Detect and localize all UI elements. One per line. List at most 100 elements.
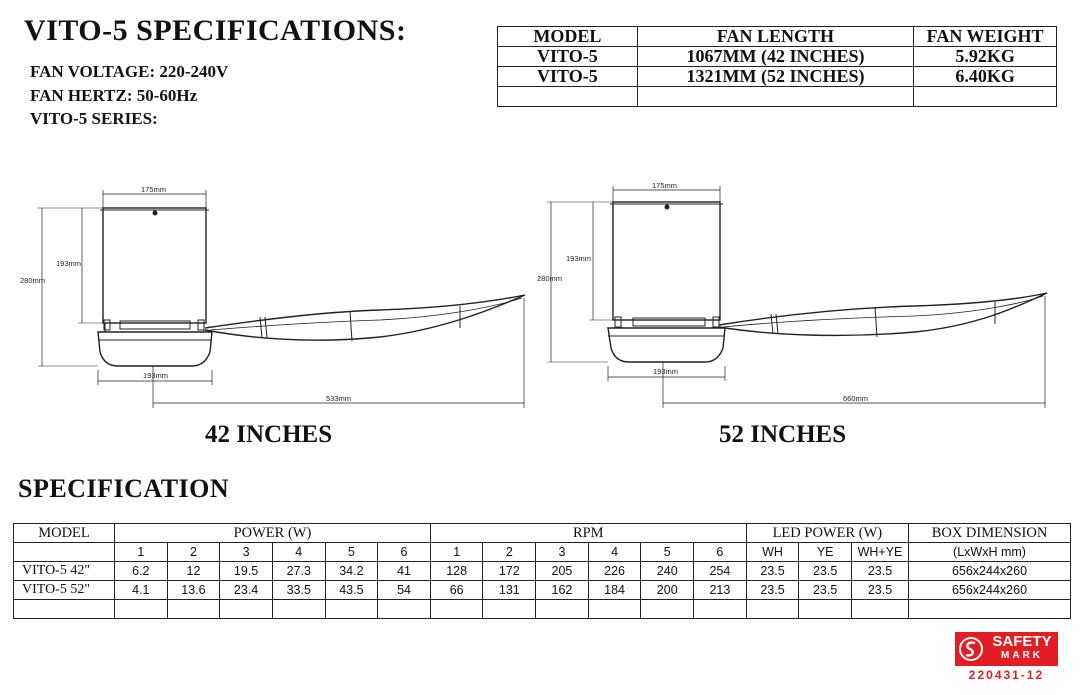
table-row: VITO-5 1067MM (42 INCHES) 5.92KG bbox=[497, 46, 1057, 67]
model-cell: VITO-5 bbox=[497, 66, 638, 87]
safety-mark-logo: SAFETY MARK 220431-12 bbox=[955, 632, 1058, 682]
model-table-header: MODEL FAN LENGTH FAN WEIGHT bbox=[497, 26, 1057, 47]
empty-cell bbox=[324, 599, 379, 619]
empty-cell bbox=[271, 599, 326, 619]
box-group-header: BOX DIMENSION bbox=[908, 523, 1071, 543]
model-cell: VITO-5 42" bbox=[13, 561, 115, 581]
fan-weight-header: FAN WEIGHT bbox=[913, 26, 1057, 47]
fan-length-header: FAN LENGTH bbox=[636, 26, 915, 47]
rpm-cell: 172 bbox=[482, 561, 537, 581]
rpm-cell: 254 bbox=[693, 561, 747, 581]
power-cell: 6.2 bbox=[114, 561, 168, 581]
led-mode-header: WH bbox=[745, 542, 800, 562]
power-cell: 34.2 bbox=[324, 561, 379, 581]
empty-cell bbox=[429, 599, 484, 619]
model-cell: VITO-5 bbox=[497, 46, 638, 67]
box-unit-header: (LxWxH mm) bbox=[908, 542, 1071, 562]
power-level-header: 5 bbox=[324, 542, 379, 562]
empty-cell bbox=[908, 599, 1071, 619]
table-row: VITO-5 42" 6.2 12 19.5 27.3 34.2 41 128 … bbox=[13, 561, 1071, 581]
led-cell: 23.5 bbox=[745, 580, 800, 600]
rpm-cell: 213 bbox=[693, 580, 747, 600]
power-cell: 27.3 bbox=[271, 561, 326, 581]
size-label-42: 42 INCHES bbox=[205, 421, 333, 448]
empty-cell bbox=[798, 599, 852, 619]
model-table: MODEL FAN LENGTH FAN WEIGHT VITO-5 1067M… bbox=[497, 26, 1057, 107]
rpm-group-header: RPM bbox=[429, 523, 747, 543]
top-width-dim: 175mm bbox=[652, 181, 677, 190]
power-level-header: 4 bbox=[271, 542, 326, 562]
rpm-level-header: 4 bbox=[587, 542, 642, 562]
mark-label: MARK bbox=[1001, 650, 1043, 661]
body-height-dim: 193mm bbox=[56, 259, 81, 268]
power-cell: 12 bbox=[166, 561, 221, 581]
led-cell: 23.5 bbox=[745, 561, 800, 581]
power-cell: 4.1 bbox=[114, 580, 168, 600]
empty-cell bbox=[745, 599, 800, 619]
empty-cell bbox=[535, 599, 589, 619]
size-label-52: 52 INCHES bbox=[719, 421, 847, 448]
fan-weight-cell: 5.92KG bbox=[913, 46, 1057, 67]
blade-length-dim: 533mm bbox=[326, 394, 351, 403]
rpm-level-header: 6 bbox=[693, 542, 747, 562]
power-cell: 54 bbox=[377, 580, 431, 600]
safety-label: SAFETY bbox=[992, 633, 1052, 650]
base-width-dim: 193mm bbox=[653, 367, 678, 376]
power-cell: 43.5 bbox=[324, 580, 379, 600]
table-row: VITO-5 52" 4.1 13.6 23.4 33.5 43.5 54 66… bbox=[13, 580, 1071, 600]
rpm-cell: 131 bbox=[482, 580, 537, 600]
power-level-header: 1 bbox=[114, 542, 168, 562]
empty-cell bbox=[13, 599, 115, 619]
fan-weight-cell: 6.40KG bbox=[913, 66, 1057, 87]
power-cell: 19.5 bbox=[219, 561, 273, 581]
rpm-cell: 200 bbox=[640, 580, 695, 600]
model-cell bbox=[497, 86, 638, 107]
led-mode-header: YE bbox=[798, 542, 852, 562]
rpm-cell: 128 bbox=[429, 561, 484, 581]
table-row: VITO-5 1321MM (52 INCHES) 6.40KG bbox=[497, 66, 1057, 87]
model-group-header: MODEL bbox=[13, 523, 115, 543]
led-cell: 23.5 bbox=[798, 561, 852, 581]
empty-cell bbox=[114, 599, 168, 619]
empty-cell bbox=[377, 599, 431, 619]
top-width-dim: 175mm bbox=[141, 185, 166, 194]
power-cell: 23.4 bbox=[219, 580, 273, 600]
led-mode-header: WH+YE bbox=[851, 542, 909, 562]
fan-voltage: FAN VOLTAGE: 220-240V bbox=[30, 62, 229, 81]
power-group-header: POWER (W) bbox=[114, 523, 431, 543]
fan-drawing-52: 175mm 193mm 280mm 193mm 660mm bbox=[537, 181, 1048, 408]
empty-cell bbox=[166, 599, 221, 619]
sub-header-row: 1 2 3 4 5 6 1 2 3 4 5 6 WH YE WH+YE (LxW… bbox=[13, 542, 1071, 562]
rpm-cell: 240 bbox=[640, 561, 695, 581]
fan-length-cell bbox=[636, 86, 915, 107]
rpm-cell: 162 bbox=[535, 580, 589, 600]
model-header: MODEL bbox=[497, 26, 638, 47]
table-row bbox=[13, 599, 1071, 619]
power-cell: 33.5 bbox=[271, 580, 326, 600]
power-level-header: 6 bbox=[377, 542, 431, 562]
group-header-row: MODEL POWER (W) RPM LED POWER (W) BOX DI… bbox=[13, 523, 1071, 543]
safety-code: 220431-12 bbox=[968, 668, 1045, 682]
blade-length-dim: 660mm bbox=[843, 394, 868, 403]
box-cell: 656x244x260 bbox=[908, 561, 1071, 581]
power-level-header: 3 bbox=[219, 542, 273, 562]
led-group-header: LED POWER (W) bbox=[745, 523, 910, 543]
box-cell: 656x244x260 bbox=[908, 580, 1071, 600]
empty-cell bbox=[13, 542, 115, 562]
rpm-level-header: 3 bbox=[535, 542, 589, 562]
fan-length-cell: 1321MM (52 INCHES) bbox=[636, 66, 915, 87]
led-cell: 23.5 bbox=[851, 580, 909, 600]
total-height-dim: 280mm bbox=[537, 274, 562, 283]
rpm-level-header: 2 bbox=[482, 542, 537, 562]
led-cell: 23.5 bbox=[851, 561, 909, 581]
specification-table: MODEL POWER (W) RPM LED POWER (W) BOX DI… bbox=[13, 523, 1071, 619]
led-cell: 23.5 bbox=[798, 580, 852, 600]
fan-length-cell: 1067MM (42 INCHES) bbox=[636, 46, 915, 67]
empty-cell bbox=[482, 599, 537, 619]
page-title: VITO-5 SPECIFICATIONS: bbox=[24, 14, 407, 47]
power-cell: 13.6 bbox=[166, 580, 221, 600]
series-label: VITO-5 SERIES: bbox=[30, 109, 158, 128]
base-width-dim: 193mm bbox=[143, 371, 168, 380]
rpm-cell: 226 bbox=[587, 561, 642, 581]
power-level-header: 2 bbox=[166, 542, 221, 562]
